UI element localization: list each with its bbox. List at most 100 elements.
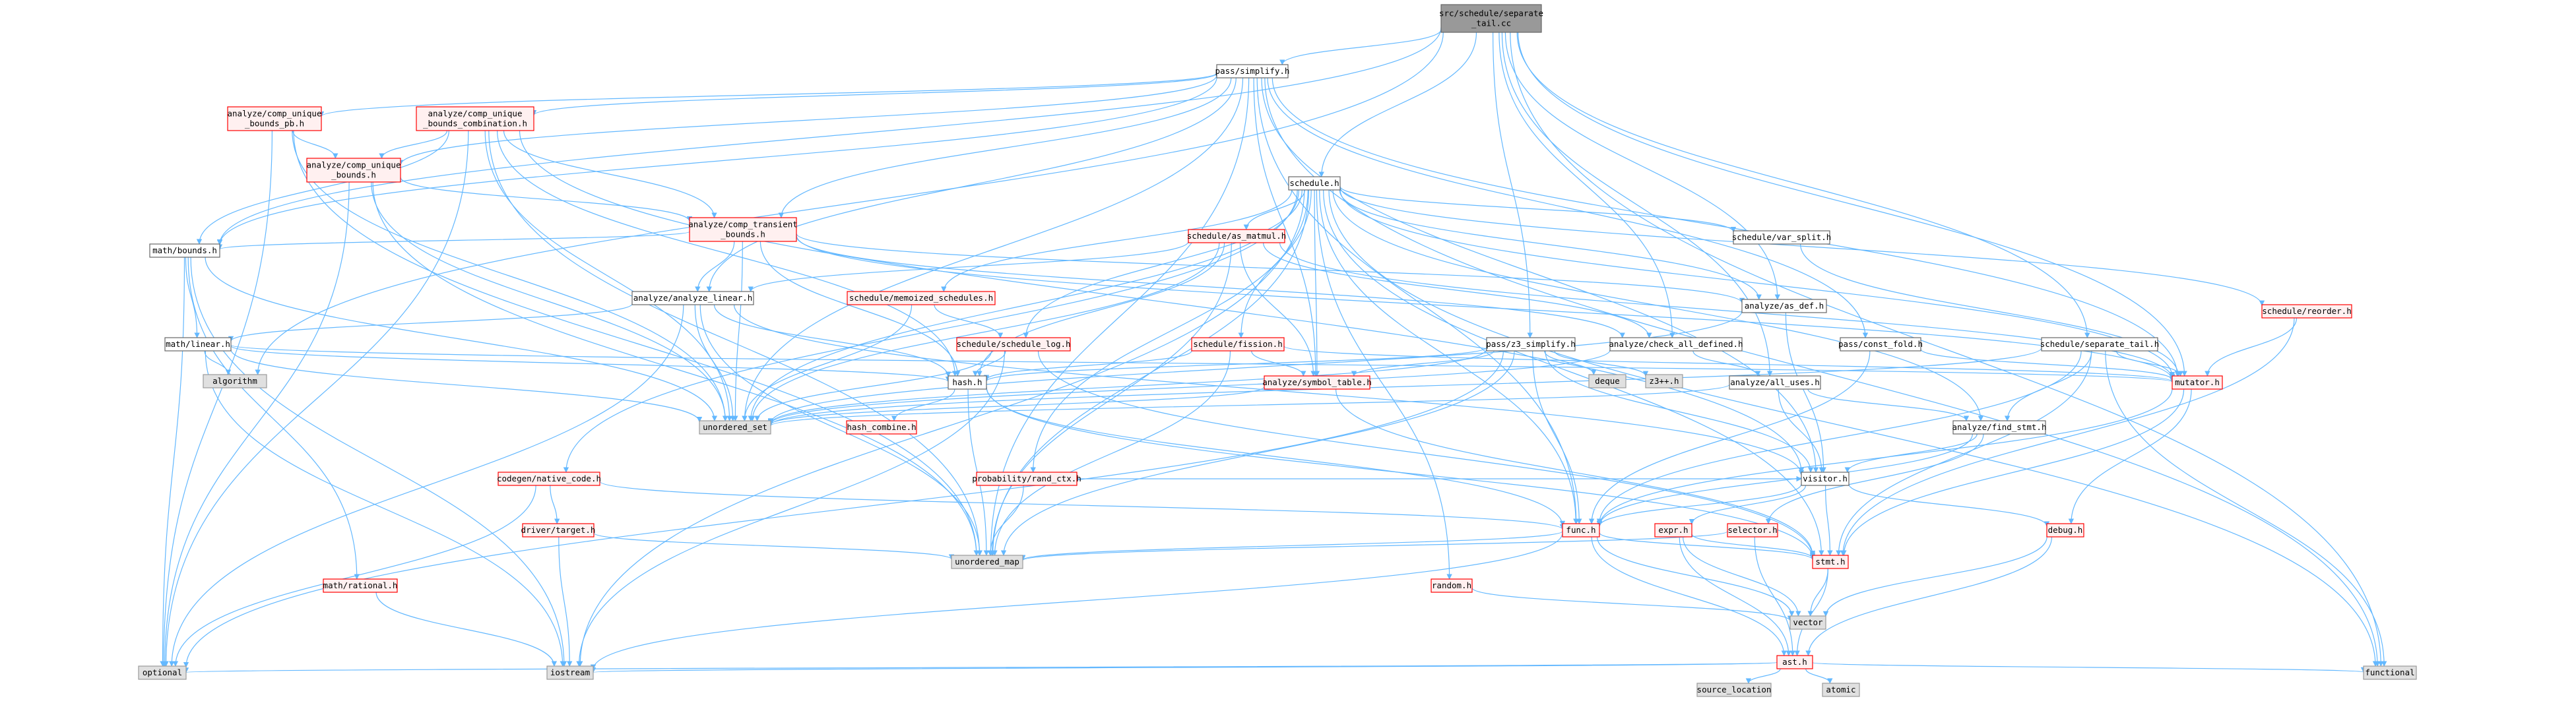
edge-root-to-z3_simplify [1493, 32, 1533, 338]
edge-math_linear-to-algorithm [204, 350, 232, 375]
edge-act-to-as_def [796, 233, 1745, 304]
node-box [1264, 375, 1370, 390]
edge-root-to-mutator [1518, 32, 2187, 377]
node-mutator-h[interactable]: mutator.h [2172, 375, 2223, 390]
node-unordered-set[interactable]: unordered_set [699, 420, 771, 435]
node-analyze-comp-unique-bounds-h[interactable]: analyze/comp_unique_bounds.h [306, 158, 401, 183]
edge-math_linear-to-unordered_set [230, 349, 703, 423]
node-label: hash_combine.h [847, 422, 916, 432]
node-algorithm[interactable]: algorithm [203, 374, 267, 388]
node-label: func.h [1566, 525, 1595, 535]
node-label: math/bounds.h [152, 245, 217, 255]
node-box [1588, 374, 1626, 388]
node-label: analyze/comp_unique [307, 160, 401, 170]
edge-pass_simplify-to-math_bounds [216, 77, 1217, 245]
node-box [847, 291, 996, 305]
node-expr-h[interactable]: expr.h [1654, 523, 1692, 538]
node-hash-combine-h[interactable]: hash_combine.h [846, 420, 917, 435]
node-math-linear-h[interactable]: math/linear.h [164, 337, 232, 352]
edge-root-to-check_all_def [1498, 32, 1675, 338]
node-analyze-comp-unique-bounds-pb-h[interactable]: analyze/comp_unique_bounds_pb.h [227, 106, 322, 131]
node-box [1801, 472, 1850, 486]
node-codegen-native-code-h[interactable]: codegen/native_code.h [497, 472, 601, 486]
edge-all_uses-to-visitor [1778, 388, 1824, 473]
node-src-schedule-separate-tail-cc[interactable]: src/schedule/separate_tail.cc [1439, 4, 1543, 33]
node-box [149, 243, 220, 258]
node-box [956, 337, 1071, 352]
node-pass-z3-simplify-h[interactable]: pass/z3_simplify.h [1486, 337, 1576, 352]
edge-root-to-math_bounds [216, 27, 1442, 245]
node-label: debug.h [2048, 525, 2083, 535]
node-analyze-comp-transient-bounds-h[interactable]: analyze/comp_transient_bounds.h [688, 217, 798, 242]
edge-analyze_linear-to-hash [713, 304, 951, 377]
edge-visitor-to-expr [1689, 485, 1807, 525]
node-analyze-find-stmt-h[interactable]: analyze/find_stmt.h [1952, 420, 2047, 435]
edge-schedule-to-as_def [1339, 189, 1762, 300]
edge-const_fold-to-func [1588, 350, 1871, 524]
node-label: _bounds_pb.h [245, 119, 304, 129]
edge-as_matmul-to-symbol_table [1239, 242, 1316, 377]
node-label: schedule/as_matmul.h [1187, 231, 1287, 241]
node-analyze-comp-unique-bounds-combination-h[interactable]: analyze/comp_unique_bounds_combination.h [416, 106, 534, 131]
node-schedule-reorder-h[interactable]: schedule/reorder.h [2261, 304, 2352, 319]
node-atomic[interactable]: atomic [1822, 683, 1860, 697]
node-func-h[interactable]: func.h [1562, 523, 1600, 538]
node-math-rational-h[interactable]: math/rational.h [323, 578, 398, 593]
node-selector-h[interactable]: selector.h [1727, 523, 1778, 538]
node-visitor-h[interactable]: visitor.h [1801, 472, 1850, 486]
edge-pass_simplify-to-analyze_linear [706, 77, 1237, 292]
node-pass-const-fold-h[interactable]: pass/const_fold.h [1838, 337, 1923, 352]
node-schedule-fission-h[interactable]: schedule/fission.h [1191, 337, 1285, 352]
node-box [1952, 420, 2046, 435]
edge-math_bounds-to-math_rational [187, 257, 360, 580]
edge-act-to-unordered_set [732, 241, 743, 421]
node-label: _bounds.h [331, 170, 376, 180]
node-pass-simplify-h[interactable]: pass/simplify.h [1215, 64, 1290, 78]
node-analyze-all-uses-h[interactable]: analyze/all_uses.h [1729, 375, 1821, 390]
node-iostream[interactable]: iostream [546, 665, 594, 680]
node-box [1696, 683, 1772, 697]
node-schedule-var-split-h[interactable]: schedule/var_split.h [1732, 230, 1832, 245]
node-z3-h[interactable]: z3++.h [1645, 374, 1683, 388]
node-math-bounds-h[interactable]: math/bounds.h [149, 243, 220, 258]
node-debug-h[interactable]: debug.h [2046, 523, 2084, 538]
node-probability-rand-ctx-h[interactable]: probability/rand_ctx.h [972, 472, 1081, 486]
node-label: analyze/symbol_table.h [1262, 377, 1372, 387]
edge-native_code-to-func [599, 481, 1565, 530]
node-ast-h[interactable]: ast.h [1776, 655, 1813, 669]
edge-root-to-algorithm [255, 32, 1444, 375]
node-schedule-memoized-schedules-h[interactable]: schedule/memoized_schedules.h [847, 291, 996, 305]
edge-pass_simplify-to-const_fold [1267, 77, 1869, 338]
node-deque[interactable]: deque [1588, 374, 1626, 388]
node-hash-h[interactable]: hash.h [948, 375, 987, 390]
edge-sep_tail_h-to-unordered_set [768, 348, 2042, 426]
edge-const_fold-to-mutator [1920, 348, 2175, 381]
edge-acu_comb-to-math_bounds [196, 130, 449, 245]
node-box [2363, 665, 2417, 680]
edge-memoized-to-sched_log [934, 304, 1004, 338]
edge-math_bounds-to-optional [160, 257, 185, 667]
node-random-h[interactable]: random.h [1431, 578, 1473, 593]
node-schedule-separate-tail-h[interactable]: schedule/separate_tail.h [2040, 337, 2160, 352]
node-source-location[interactable]: source_location [1696, 683, 1772, 697]
node-schedule-schedule-log-h[interactable]: schedule/schedule_log.h [956, 337, 1071, 352]
node-schedule-as-matmul-h[interactable]: schedule/as_matmul.h [1187, 229, 1287, 243]
edge-acu_comb-to-unordered_map [488, 130, 982, 556]
node-analyze-check-all-defined-h[interactable]: analyze/check_all_defined.h [1609, 337, 1743, 352]
node-functional[interactable]: functional [2363, 665, 2417, 680]
edge-ast-to-iostream [591, 661, 1778, 673]
edge-reorder-to-mutator [2205, 317, 2298, 377]
node-box [1288, 176, 1341, 191]
edge-acu_bounds-to-act [400, 177, 693, 222]
node-stmt-h[interactable]: stmt.h [1812, 555, 1849, 569]
node-analyze-symbol-table-h[interactable]: analyze/symbol_table.h [1262, 375, 1372, 390]
node-schedule-h[interactable]: schedule.h [1288, 176, 1341, 191]
node-unordered-map[interactable]: unordered_map [951, 555, 1023, 569]
node-optional[interactable]: optional [138, 665, 187, 680]
edge-act-to-hash [759, 241, 961, 377]
node-vector[interactable]: vector [1789, 615, 1826, 630]
node-analyze-as-def-h[interactable]: analyze/as_def.h [1741, 299, 1827, 313]
node-driver-target-h[interactable]: driver/target.h [521, 523, 596, 538]
node-analyze-analyze-linear-h[interactable]: analyze/analyze_linear.h [631, 291, 754, 305]
